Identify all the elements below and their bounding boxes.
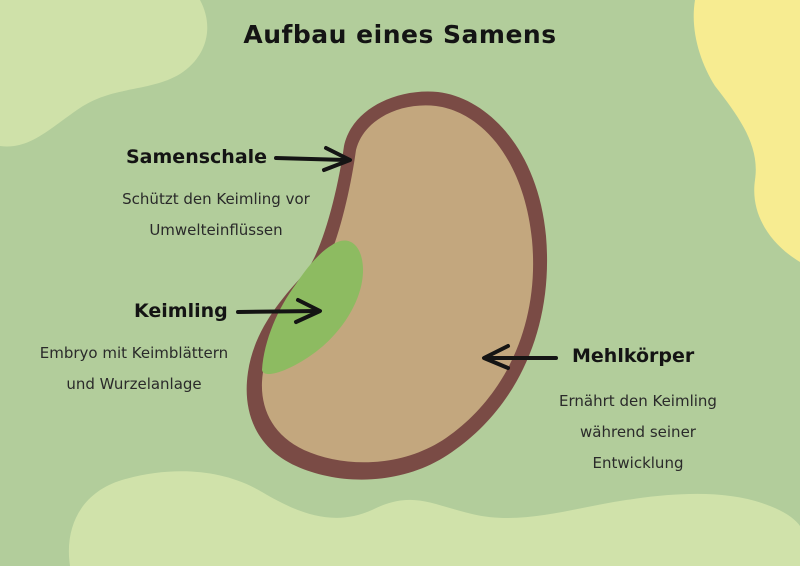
arrow-keimling [236,298,322,324]
label-samenschale: Samenschale [126,146,268,168]
label-keimling: Keimling [134,300,228,322]
description-line: Entwicklung [592,454,684,472]
watercolor-blob-top-left [0,0,208,147]
description-keimling: Embryo mit Keimblättern und Wurzelanlage [14,338,254,400]
label-mehlkoerper: Mehlkörper [572,345,695,367]
diagram-title: Aufbau eines Samens [243,20,557,49]
description-line: Umwelteinflüssen [149,221,283,239]
endosperm-shape [261,105,534,463]
watercolor-blob-bottom [68,471,800,566]
description-line: während seiner [580,423,696,441]
description-mehlkoerper: Ernährt den Keimling während seiner Entw… [522,386,754,479]
description-line: Ernährt den Keimling [559,392,717,410]
description-line: Schützt den Keimling vor [122,190,310,208]
watercolor-blob-top-right [693,0,800,262]
arrow-mehlkoerper [482,344,558,370]
description-line: und Wurzelanlage [66,375,202,393]
arrow-samenschale [274,146,352,172]
description-line: Embryo mit Keimblättern [39,344,229,362]
description-samenschale: Schützt den Keimling vor Umwelteinflüsse… [96,184,336,246]
